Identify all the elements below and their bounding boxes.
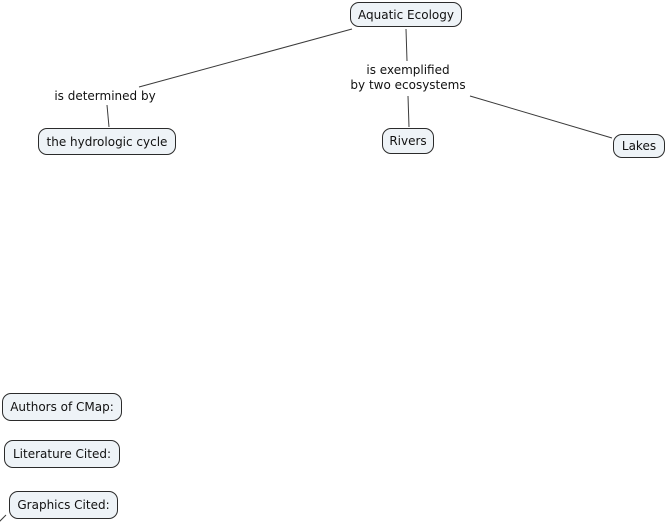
concept-node-literature-cited[interactable]: Literature Cited: [4,440,120,468]
connector-aquatic-to-is-exemplified[interactable] [405,28,408,62]
connector-is-exemplified-to-lakes[interactable] [469,95,613,139]
concept-node-lakes[interactable]: Lakes [613,134,665,158]
offscreen-node-corner [0,514,7,522]
concept-node-rivers[interactable]: Rivers [382,128,434,154]
concept-node-graphics-cited[interactable]: Graphics Cited: [9,491,118,519]
connector-is-determined-by-to-hydrologic-cycle[interactable] [106,104,110,128]
linking-phrase-is-exemplified-by-two-ecosystems[interactable]: is exemplified by two ecosystems [350,63,466,92]
connector-is-exemplified-to-rivers[interactable] [407,95,410,128]
connector-aquatic-to-is-determined-by[interactable] [138,28,353,88]
concept-node-authors-of-cmap[interactable]: Authors of CMap: [2,393,122,421]
concept-node-aquatic-ecology[interactable]: Aquatic Ecology [350,2,462,27]
concept-node-hydrologic-cycle[interactable]: the hydrologic cycle [38,128,176,155]
linking-phrase-is-determined-by[interactable]: is determined by [54,89,156,103]
